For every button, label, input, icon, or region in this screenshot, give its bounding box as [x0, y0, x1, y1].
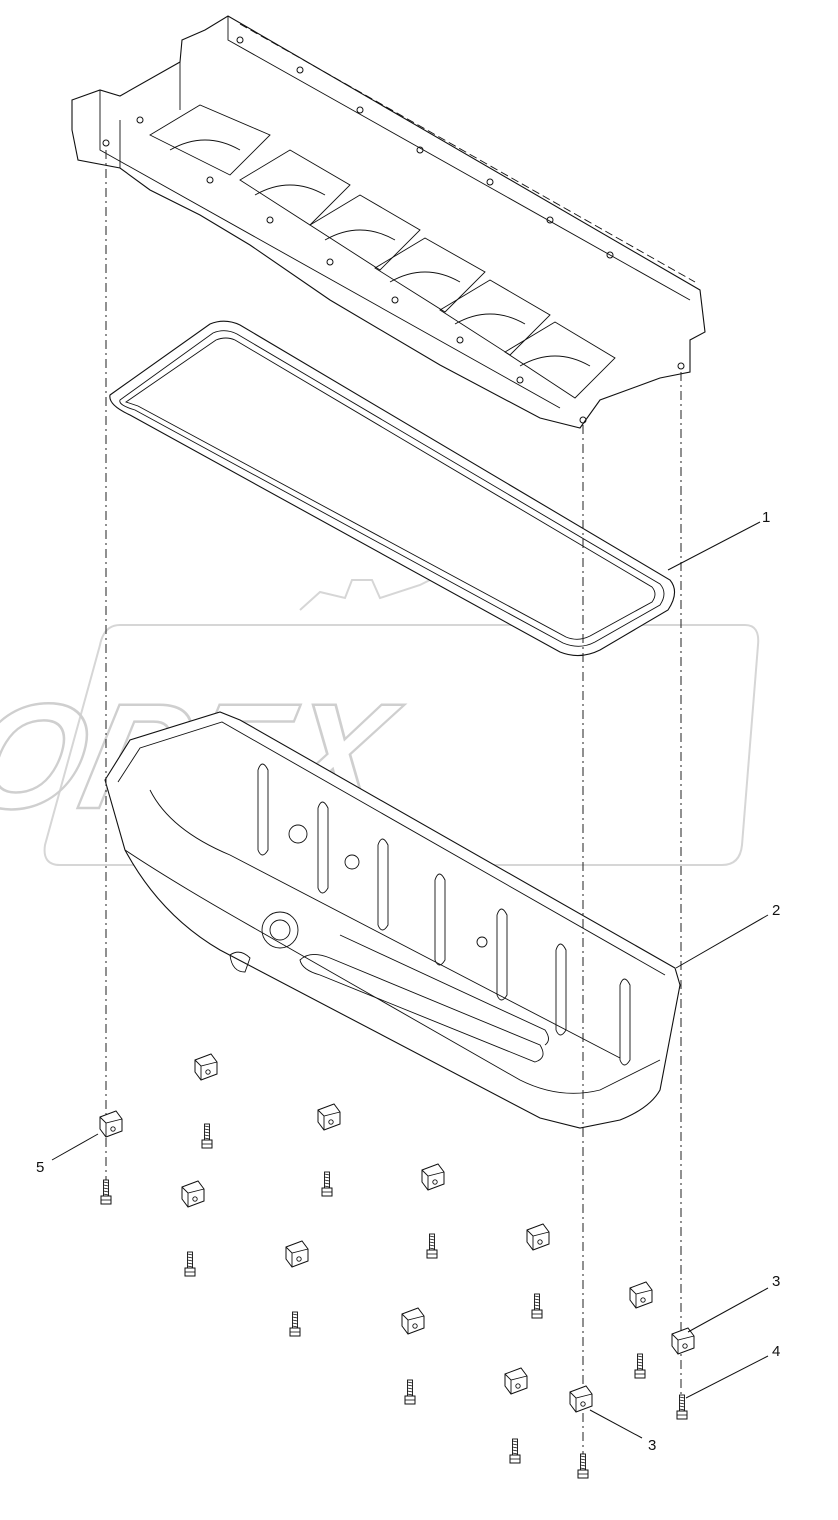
spacer-brackets — [99, 1053, 695, 1413]
spacer-bracket — [569, 1385, 593, 1413]
spacer-bracket — [671, 1327, 695, 1355]
callout-4: 4 — [685, 1343, 780, 1399]
cap-screw — [426, 1233, 438, 1259]
alignment-lines — [105, 150, 682, 1460]
callout-2-label: 2 — [772, 902, 780, 919]
cap-screw — [509, 1438, 521, 1464]
block-bearing-bays — [149, 104, 616, 399]
spacer-bracket — [317, 1103, 341, 1131]
callout-3b: 3 — [589, 1409, 656, 1454]
spacer-bracket — [99, 1110, 123, 1138]
block-bolt-holes — [102, 36, 685, 424]
cap-screw — [676, 1394, 688, 1420]
spacer-bracket — [285, 1240, 309, 1268]
callout-3a-label: 3 — [772, 1273, 780, 1290]
spacer-bracket — [526, 1223, 550, 1251]
cap-screw — [184, 1251, 196, 1277]
cap-screw — [100, 1179, 112, 1205]
callout-5: 5 — [36, 1133, 99, 1176]
cylinder-block — [71, 15, 706, 429]
spacer-bracket — [194, 1053, 218, 1081]
cap-screw — [577, 1453, 589, 1479]
cap-screw — [531, 1293, 543, 1319]
cap-screw — [321, 1171, 333, 1197]
spacer-bracket — [629, 1281, 653, 1309]
cap-screw — [404, 1379, 416, 1405]
spacer-bracket — [504, 1367, 528, 1395]
callout-3b-label: 3 — [648, 1437, 656, 1454]
cap-screws — [100, 1123, 688, 1479]
callout-4-label: 4 — [772, 1343, 780, 1360]
spacer-bracket — [181, 1180, 205, 1208]
oil-pan-gasket — [109, 320, 676, 657]
cap-screw — [201, 1123, 213, 1149]
cap-screw — [634, 1353, 646, 1379]
callout-1: 1 — [667, 509, 770, 571]
oil-pan — [104, 711, 681, 1129]
oil-pan-ribs — [257, 763, 631, 1066]
callout-2: 2 — [675, 902, 780, 969]
cap-screw — [289, 1311, 301, 1337]
callout-5-label: 5 — [36, 1159, 44, 1176]
callout-1-label: 1 — [762, 509, 770, 526]
callout-3a: 3 — [687, 1273, 780, 1333]
spacer-bracket — [401, 1307, 425, 1335]
spacer-bracket — [421, 1163, 445, 1191]
